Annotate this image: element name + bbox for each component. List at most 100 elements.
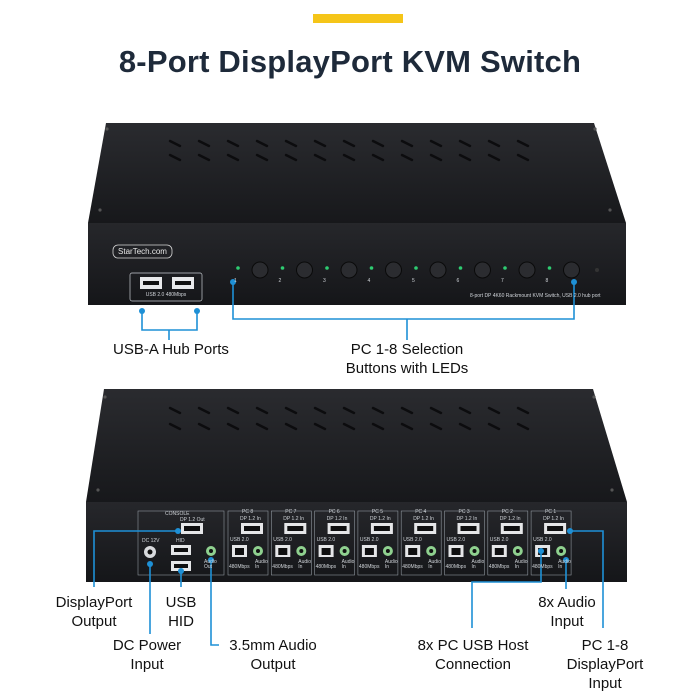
port-select-button[interactable] — [340, 261, 358, 279]
callout-audio-input-line2: Input — [550, 613, 584, 630]
front-callout-dots — [139, 279, 577, 314]
usb-b-port-slot — [278, 548, 288, 555]
vent-slot — [168, 139, 182, 148]
usb-host-callout-line — [471, 551, 542, 628]
pc-port-group-frame — [357, 510, 399, 576]
speed-label: 480Mbps — [445, 564, 467, 570]
vent-slot — [168, 422, 182, 431]
callout-dp-output-line2: Output — [71, 613, 117, 630]
audio-in-jack-hole — [472, 549, 477, 553]
port-number-label: 4 — [367, 278, 371, 284]
vent-slot — [429, 153, 443, 162]
callout-audio-output-line1: 3.5mm Audio — [229, 637, 317, 654]
usb-hub-ports — [129, 272, 203, 302]
dp-in-label: DP 1.2 In — [499, 516, 521, 522]
vent-slot — [313, 153, 327, 162]
port-select-button[interactable] — [251, 261, 269, 279]
vent-slot — [487, 153, 501, 162]
port-select-button[interactable] — [296, 261, 313, 279]
usb-b-port-slot — [364, 548, 374, 555]
dp-input-port-slot — [330, 526, 347, 531]
port-number-label: 8 — [545, 278, 549, 284]
front-unit-top — [88, 123, 626, 223]
vent-slot — [226, 153, 240, 162]
vent-slot — [458, 406, 472, 415]
dp-in-label: DP 1.2 In — [326, 516, 348, 522]
pc-port-label: PC 2 — [501, 509, 513, 515]
front-vents — [168, 139, 530, 162]
vent-slot — [371, 153, 385, 162]
dp-input-port-slot — [503, 526, 520, 531]
dp-in-label: DP 1.2 In — [456, 516, 478, 522]
usb-label: USB 2.0 — [273, 537, 292, 543]
port-select-button[interactable] — [518, 261, 536, 279]
rear-callout-dots — [147, 528, 573, 574]
vent-slot — [197, 153, 211, 162]
port-select-button[interactable] — [563, 261, 580, 279]
port-led — [414, 266, 418, 270]
callout-dp-input: PC 1-8 DisplayPort Input — [560, 636, 650, 693]
vent-slot — [400, 153, 414, 162]
callout-audio-output-line2: Output — [250, 656, 296, 673]
callout-usb-hid-line2: HID — [168, 613, 194, 630]
port-select-button[interactable] — [429, 261, 447, 279]
model-description: 8-port DP 4K60 Rackmount KVM Switch, USB… — [470, 293, 601, 299]
callout-dp-output-line1: DisplayPort — [55, 594, 133, 611]
audio-in-label: Audio In — [384, 559, 398, 570]
vent-slot — [255, 139, 269, 148]
pc-port-group-frame — [314, 510, 355, 576]
audio-in-jack-hole — [256, 549, 260, 553]
audio-in-label: Audio In — [428, 559, 441, 570]
callout-dp-input-line1: PC 1-8 — [581, 637, 629, 654]
callout-usb-hub: USB-A Hub Ports — [113, 341, 229, 358]
vent-slot — [197, 139, 211, 148]
port-led — [369, 266, 374, 270]
dp-input-port-slot — [373, 526, 390, 531]
port-select-button[interactable] — [385, 261, 402, 279]
vent-slot — [516, 422, 530, 431]
vent-slot — [429, 422, 443, 431]
rear-callout-lines — [93, 530, 604, 646]
screw — [608, 208, 612, 212]
callout-usb-host-line1: 8x PC USB Host — [417, 637, 529, 654]
vent-slot — [400, 139, 414, 148]
callout-dp-output: DisplayPort Output — [44, 593, 144, 631]
vent-slot — [255, 153, 269, 162]
vent-slot — [429, 406, 443, 415]
speed-label: 480Mbps — [315, 564, 337, 570]
pc-port-group-frame — [444, 510, 485, 576]
usb-label: USB 2.0 — [446, 537, 466, 543]
rear-unit — [86, 389, 627, 582]
vent-slot — [226, 406, 240, 415]
vent-slot — [458, 153, 472, 162]
callout-selection-buttons: PC 1-8 Selection Buttons with LEDs — [322, 340, 492, 378]
vent-slot — [371, 406, 385, 415]
dp-in-label: DP 1.2 In — [413, 516, 434, 522]
callout-dc-power-line2: Input — [130, 656, 164, 673]
vent-slot — [371, 139, 385, 148]
screw — [105, 127, 109, 131]
vent-slot — [342, 153, 356, 162]
audio-in-jack-hole — [299, 549, 304, 553]
usb-a-port-slot — [143, 281, 159, 285]
callout-selection-line1: PC 1-8 Selection — [350, 341, 464, 358]
port-select-button[interactable] — [474, 261, 491, 279]
speed-label: 480Mbps — [532, 564, 553, 570]
usb-label: USB 2.0 — [359, 537, 379, 543]
audio-in-label: Audio In — [558, 559, 571, 570]
vent-slot — [400, 422, 414, 431]
port-number-label: 2 — [278, 278, 282, 284]
usb-a-port-slot — [175, 281, 191, 285]
speed-label: 480Mbps — [488, 564, 510, 570]
audio-in-label: Audio In — [255, 559, 268, 570]
hid-label: HID — [176, 538, 185, 544]
port-led — [547, 266, 552, 270]
status-led — [595, 268, 599, 272]
screw — [103, 395, 107, 399]
callout-usb-host-line2: Connection — [435, 656, 511, 673]
pc-port-label: PC 1 — [545, 509, 557, 515]
front-face — [88, 223, 626, 305]
usb-b-port-slot — [235, 548, 244, 555]
callout-audio-output: 3.5mm Audio Output — [218, 636, 328, 674]
dp-output-port-slot — [184, 526, 200, 531]
